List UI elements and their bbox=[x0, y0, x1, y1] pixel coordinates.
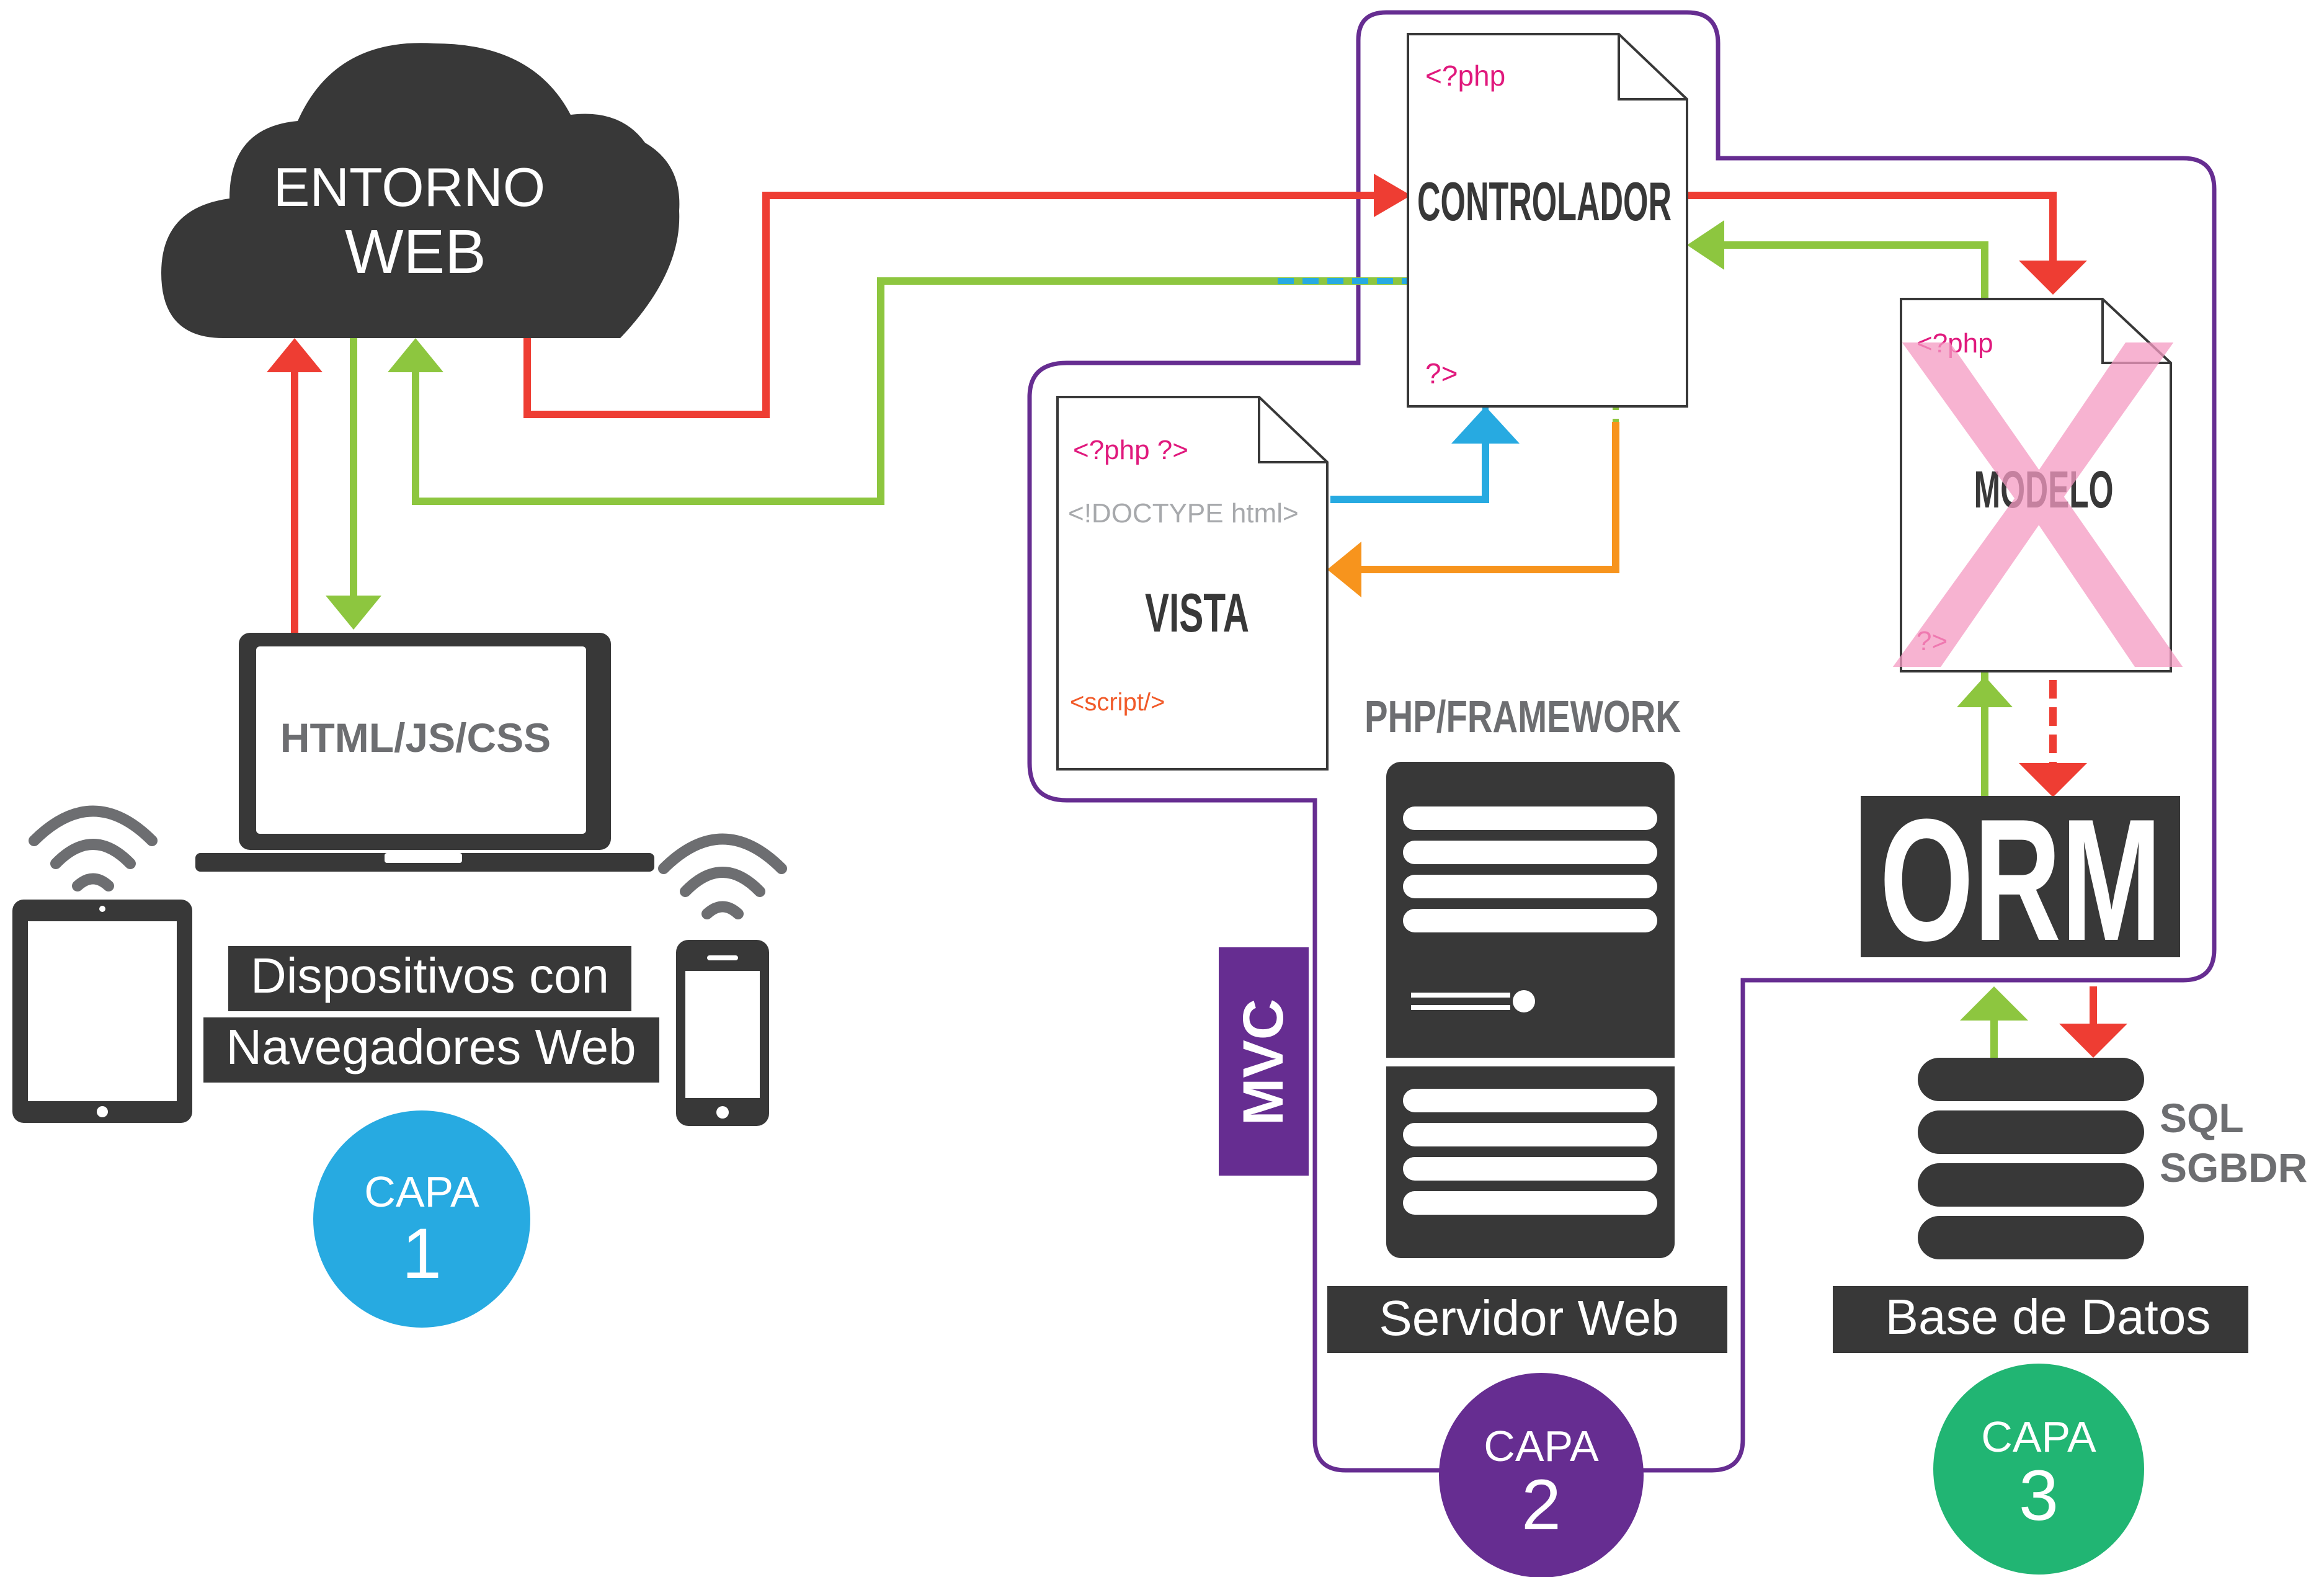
view-response-arrow bbox=[1327, 239, 1687, 597]
laptop: HTML/JS/CSS bbox=[195, 633, 654, 872]
response-arrow-db-to-orm bbox=[1960, 986, 2028, 1067]
controlador-document: <?php CONTROLADOR ?> bbox=[1407, 33, 1688, 408]
cloud-line2: WEB bbox=[345, 217, 486, 287]
tablet bbox=[12, 900, 192, 1123]
modelo-document: <?php MODELO ?> X bbox=[1882, 241, 2193, 767]
server-tower: PHP/FRAMEWORK bbox=[1365, 692, 1681, 1258]
request-arrow-cloud-to-controller bbox=[523, 174, 1411, 418]
phone bbox=[676, 940, 769, 1126]
db-sgbdr-label: SGBDR bbox=[2160, 1145, 2307, 1191]
database-label-text: Base de Datos bbox=[1885, 1289, 2211, 1344]
capa-1-badge: CAPA 1 bbox=[313, 1110, 530, 1328]
devices-label: Dispositivos con Navegadores Web bbox=[203, 946, 659, 1083]
wifi-icon bbox=[29, 805, 158, 891]
modelo-title: MODELO bbox=[1974, 460, 2114, 519]
vista-script-tag: <script/> bbox=[1070, 689, 1165, 716]
orm-label: ORM bbox=[1880, 784, 2162, 977]
vista-doctype: <!DOCTYPE html> bbox=[1068, 498, 1299, 529]
wifi-icon bbox=[658, 833, 787, 919]
cloud-entorno-web: ENTORNO WEB bbox=[161, 43, 680, 339]
capa-2-number: 2 bbox=[1521, 1465, 1561, 1545]
request-arrow-laptop-to-cloud bbox=[267, 338, 323, 636]
capa-1-number: 1 bbox=[402, 1214, 442, 1293]
vista-php-tag: <?php ?> bbox=[1073, 435, 1188, 465]
cloud-line1: ENTORNO bbox=[274, 156, 545, 218]
request-arrow-controller-to-modelo bbox=[1675, 192, 2087, 295]
laptop-notch bbox=[385, 853, 462, 863]
laptop-screen-text: HTML/JS/CSS bbox=[280, 715, 551, 761]
capa-3-badge: CAPA 3 bbox=[1933, 1364, 2144, 1575]
controlador-close-tag: ?> bbox=[1425, 357, 1458, 390]
laptop-screen bbox=[256, 646, 586, 834]
db-sql-label: SQL bbox=[2160, 1095, 2244, 1141]
mvc-tab: MVC bbox=[1219, 947, 1309, 1176]
server-label-text: Servidor Web bbox=[1379, 1290, 1678, 1346]
vista-title: VISTA bbox=[1145, 582, 1249, 643]
modelo-open-tag: <?php bbox=[1917, 328, 1993, 359]
mvc-boundary bbox=[1027, 10, 2217, 1473]
framework-label: PHP/FRAMEWORK bbox=[1365, 692, 1681, 742]
server-label: Servidor Web bbox=[1327, 1286, 1727, 1353]
database-label: Base de Datos bbox=[1833, 1286, 2248, 1353]
capa-3-number: 3 bbox=[2019, 1456, 2059, 1535]
controlador-open-tag: <?php bbox=[1425, 60, 1505, 92]
response-arrow-controller-to-cloud bbox=[388, 277, 1489, 505]
capa-1-label: CAPA bbox=[364, 1168, 479, 1216]
devices-label-line1: Dispositivos con bbox=[251, 948, 609, 1003]
devices-label-line2: Navegadores Web bbox=[226, 1019, 636, 1074]
capa-2-badge: CAPA 2 bbox=[1439, 1373, 1644, 1577]
cloud-shape bbox=[161, 43, 680, 339]
capa-2-label: CAPA bbox=[1484, 1422, 1599, 1470]
mvc-label: MVC bbox=[1232, 999, 1295, 1125]
capa-3-label: CAPA bbox=[1981, 1413, 2096, 1461]
controlador-title: CONTROLADOR bbox=[1417, 171, 1672, 232]
request-arrow-orm-to-db bbox=[2059, 986, 2127, 1058]
vista-document: <?php ?> <!DOCTYPE html> VISTA <script/> bbox=[1056, 396, 1329, 771]
response-arrow-cloud-to-laptop bbox=[326, 338, 381, 630]
database-icon bbox=[1918, 1058, 2144, 1259]
modelo-cross: X bbox=[1882, 241, 2193, 767]
orm-block: ORM bbox=[1861, 784, 2180, 977]
modelo-close-tag: ?> bbox=[1917, 626, 1948, 656]
